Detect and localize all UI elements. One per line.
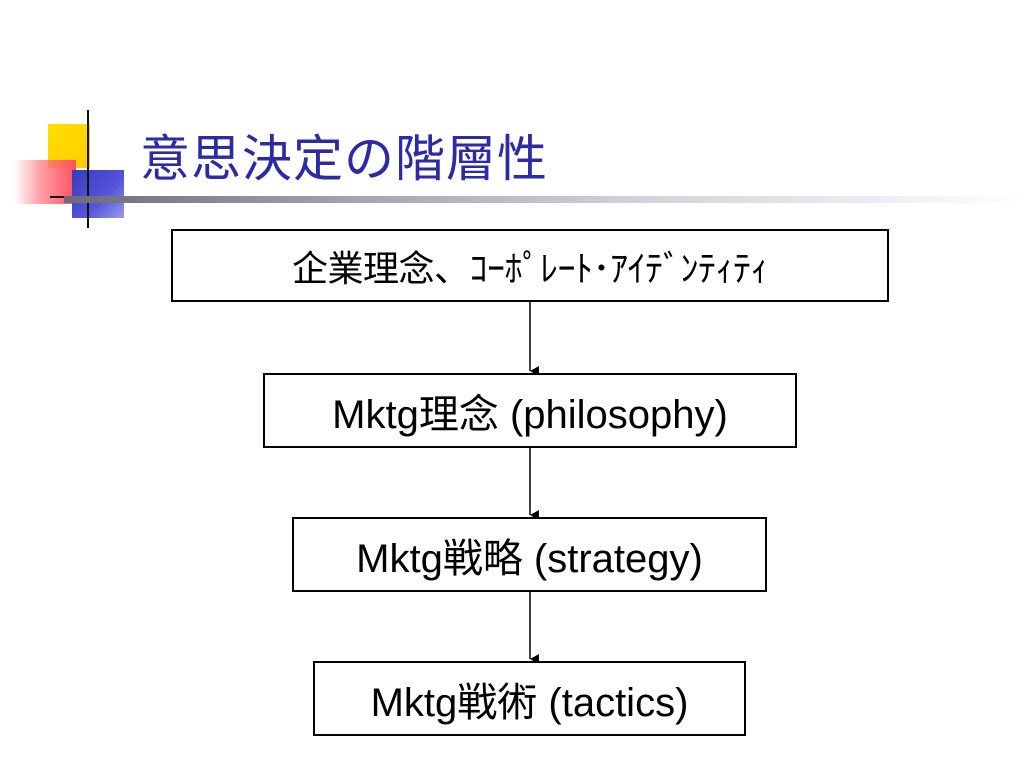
flow-box-marketing-philosophy: Mktg理念 (philosophy) (263, 373, 797, 448)
slide-title: 意思決定の階層性 (140, 130, 548, 188)
decorative-blue-square (72, 170, 124, 218)
flow-box-label: Mktg戦略 (strategy) (356, 536, 703, 581)
flow-box-label: Mktg戦術 (tactics) (370, 680, 689, 725)
flow-box-label: Mktg理念 (philosophy) (332, 392, 728, 437)
flow-box-label: 企業理念、ｺｰﾎﾟﾚｰﾄ･ｱｲﾃﾞﾝﾃｨﾃｨ (291, 248, 769, 290)
flow-box-marketing-tactics: Mktg戦術 (tactics) (313, 661, 746, 736)
flow-box-marketing-strategy: Mktg戦略 (strategy) (292, 517, 767, 592)
title-underline (64, 196, 1024, 203)
decorative-vertical-line (87, 110, 89, 228)
flow-box-corporate-philosophy: 企業理念、ｺｰﾎﾟﾚｰﾄ･ｱｲﾃﾞﾝﾃｨﾃｨ (171, 229, 889, 302)
